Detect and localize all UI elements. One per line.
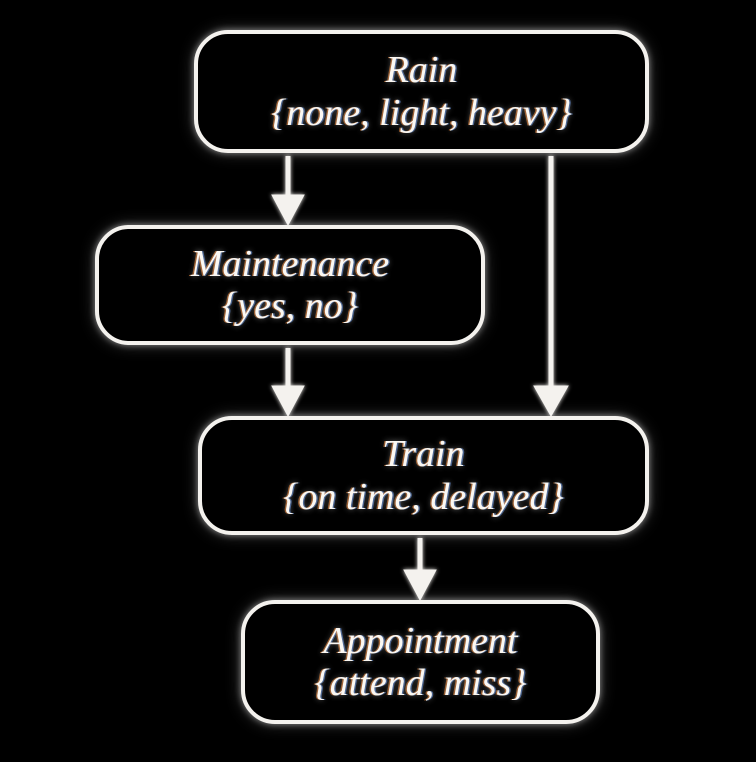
node-rain[interactable]: Rain {none, light, heavy} [194,30,649,153]
node-maintenance-title: Maintenance [190,242,390,285]
node-maintenance-states: {yes, no} [222,285,358,327]
node-train-states: {on time, delayed} [283,475,564,518]
node-rain-states: {none, light, heavy} [271,91,572,134]
edge-rain-to-train [533,156,569,418]
edge-train-to-appointment [403,538,437,602]
node-train[interactable]: Train {on time, delayed} [198,416,649,535]
edge-rain-to-maintenance [271,156,305,227]
node-appointment-title: Appointment [323,619,518,662]
node-rain-title: Rain [385,49,458,92]
edge-maintenance-to-train [271,348,305,418]
node-maintenance[interactable]: Maintenance {yes, no} [95,225,485,345]
node-appointment[interactable]: Appointment {attend, miss} [241,600,600,724]
node-train-title: Train [382,433,465,476]
node-appointment-states: {attend, miss} [314,662,527,704]
